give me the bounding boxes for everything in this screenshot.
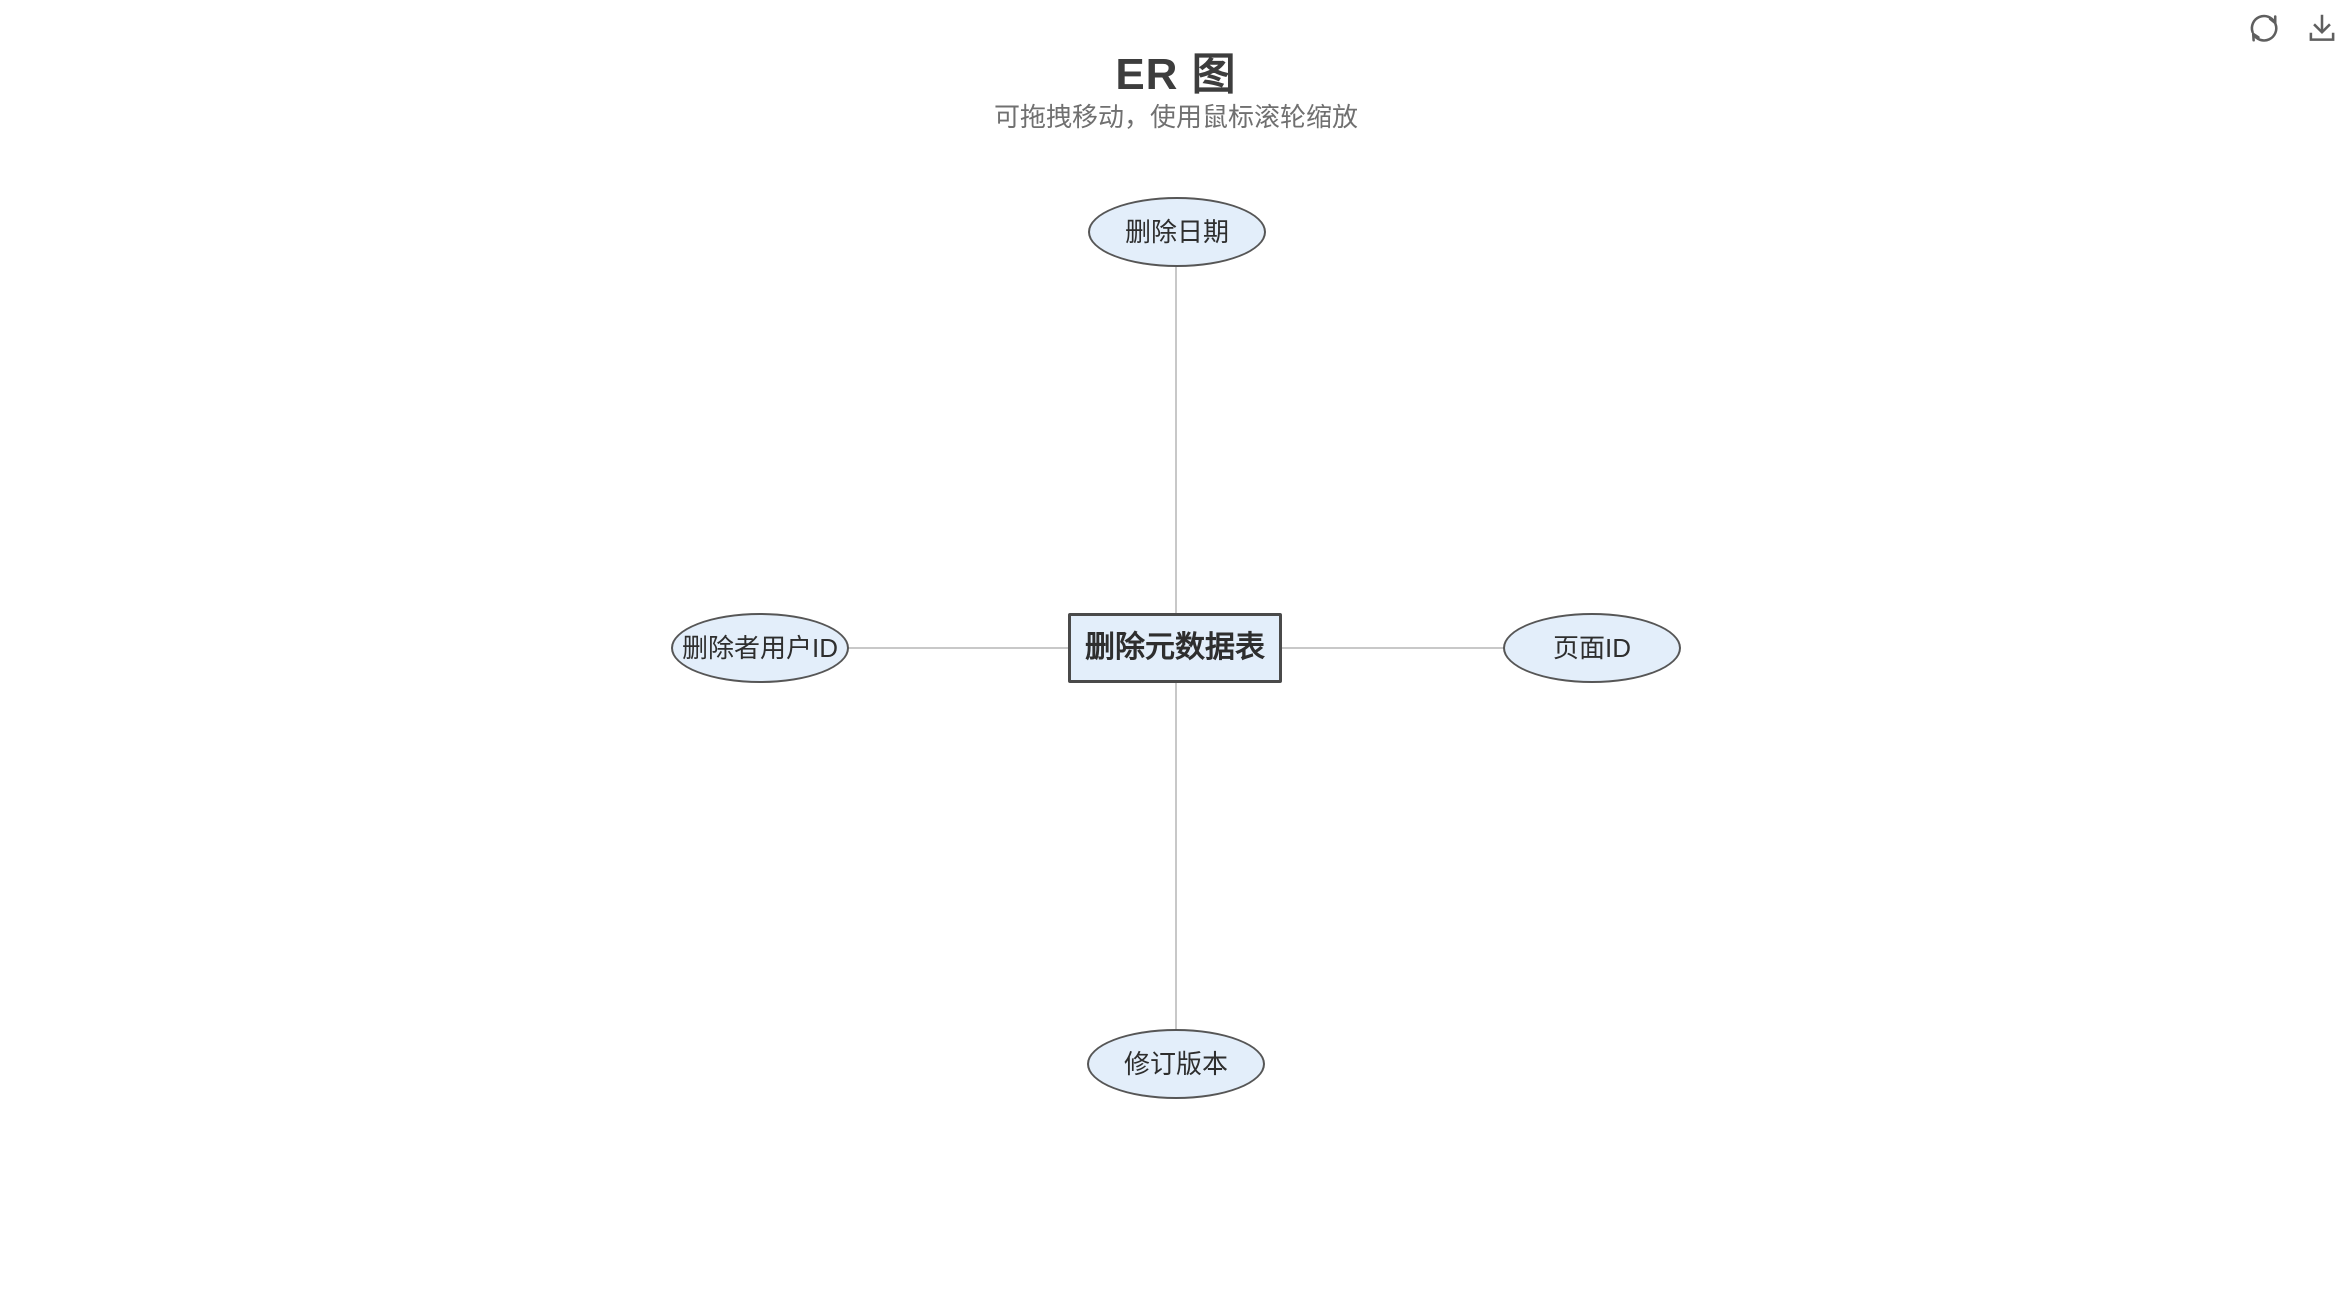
attribute-label: 修订版本 <box>1123 1049 1228 1079</box>
attribute-node-bottom[interactable]: 修订版本 <box>1087 1029 1265 1099</box>
attribute-label: 页面ID <box>1552 633 1631 663</box>
refresh-icon <box>2246 10 2282 46</box>
attribute-node-right[interactable]: 页面ID <box>1503 613 1681 683</box>
page-title: ER 图 <box>1115 50 1237 99</box>
download-icon <box>2304 10 2340 46</box>
page-subtitle: 可拖拽移动，使用鼠标滚轮缩放 <box>993 102 1358 132</box>
attribute-label: 删除者用户ID <box>681 633 838 663</box>
attribute-node-top[interactable]: 删除日期 <box>1088 197 1266 267</box>
download-button[interactable] <box>2304 10 2340 46</box>
toolbar <box>2246 10 2340 46</box>
attribute-node-left[interactable]: 删除者用户ID <box>671 613 849 683</box>
entity-label: 删除元数据表 <box>1085 631 1265 664</box>
entity-node[interactable]: 删除元数据表 <box>1068 613 1282 683</box>
attribute-label: 删除日期 <box>1124 217 1229 247</box>
refresh-button[interactable] <box>2246 10 2282 46</box>
